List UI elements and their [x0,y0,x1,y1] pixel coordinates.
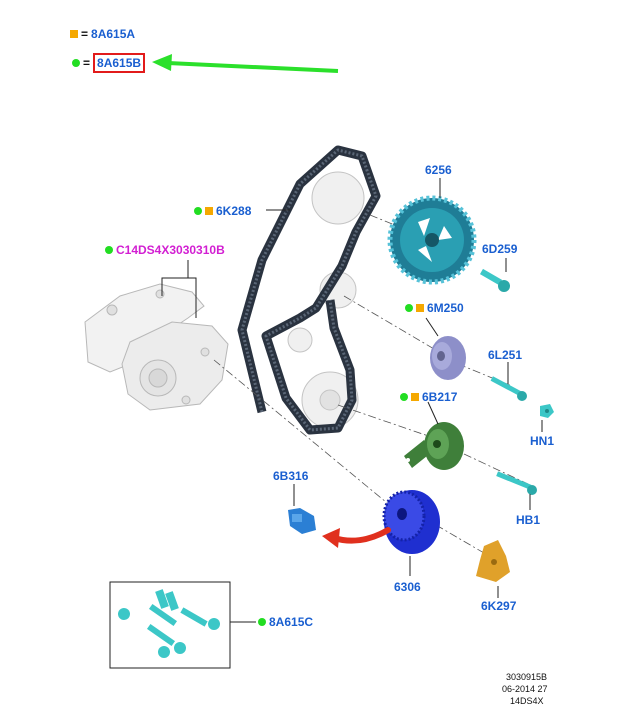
label-c14ds4x: C14DS4X3030310B [105,243,225,257]
footer-engine: 14DS4X [510,696,544,706]
green-pointer-arrow [152,54,339,73]
label-6d259: 6D259 [482,242,518,256]
bolt-kit-box [109,581,231,669]
bolt-6d259 [479,268,510,292]
label-6k297: 6K297 [481,599,517,613]
red-rotation-arrow [322,527,391,548]
legend-dot-code-highlighted: 8A615B [93,53,146,73]
label-6l251: 6L251 [488,348,523,362]
bolt-6l251 [490,376,527,401]
legend-square-row: =8A615A [70,27,135,41]
footer-date: 06-2014 27 [502,684,548,694]
timing-belt [237,145,381,435]
green-dot-marker-icon [405,303,413,312]
orange-square-marker-icon [205,206,213,215]
label-6k288: 6K288 [194,204,251,218]
sensor-6b316 [288,508,316,534]
idler-pulley [430,336,466,380]
legend-square-code: 8A615A [91,27,136,41]
legend-dot-row: =8A615B [72,53,146,73]
water-pump-housing [84,283,229,411]
footer-code: 3030915B [506,672,548,682]
label-hn1: HN1 [530,434,555,448]
orange-square-marker-icon [411,392,419,401]
orange-square-marker-icon [70,29,78,38]
c14-leader [161,260,197,318]
label-6b316: 6B316 [273,469,309,483]
label-6306: 6306 [394,580,421,594]
orange-square-marker-icon [416,303,424,312]
green-dot-marker-icon [194,206,202,215]
green-dot-marker-icon [72,58,80,67]
green-dot-marker-icon [400,392,408,401]
6m250-leader [425,317,439,337]
label-6m250: 6M250 [405,301,464,315]
6b217-leader [427,401,439,425]
tensioner [404,422,464,470]
crankshaft-sprocket [382,490,440,554]
label-8a615c: 8A615C [258,615,313,629]
bolt-hb1 [496,471,537,495]
nut-hn1 [540,404,554,418]
label-6256: 6256 [425,163,452,177]
green-dot-marker-icon [258,617,266,626]
label-6b217: 6B217 [400,390,457,404]
label-hb1: HB1 [516,513,541,527]
green-dot-marker-icon [105,245,113,254]
bracket-6k297 [476,540,510,582]
camshaft-sprocket [387,195,477,285]
